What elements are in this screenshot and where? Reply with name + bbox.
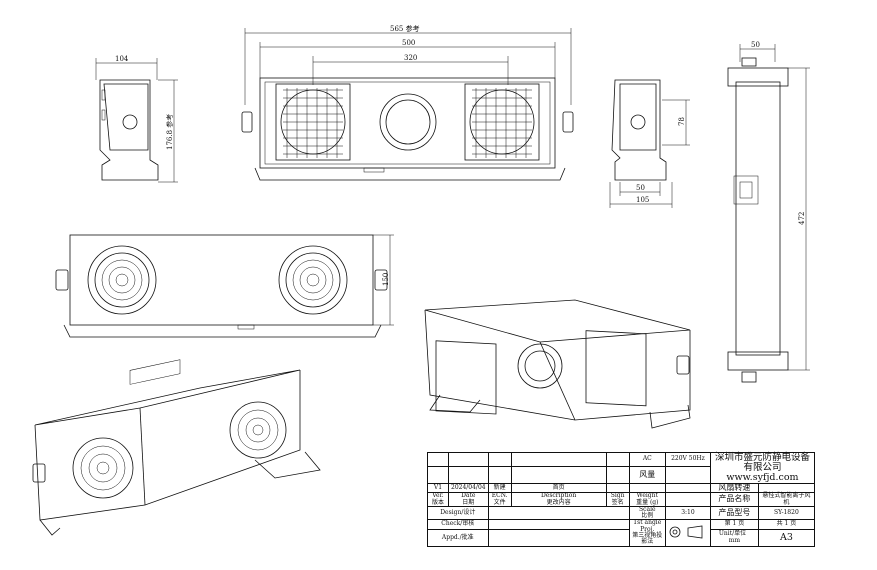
dim-top-length: 472	[798, 212, 806, 225]
sheet-label: 第 1 页	[709, 519, 759, 530]
dim-side-depth: 104	[115, 55, 129, 63]
paper-size: A3	[757, 528, 816, 547]
website: www.syfjd.com	[726, 471, 799, 483]
top-view: 50 472	[727, 41, 810, 383]
dim-front-height: 150	[382, 273, 390, 286]
dim-bracket-height: 78	[678, 117, 686, 126]
bracket-view: 78 50 105	[609, 79, 690, 208]
dim-overall-width: 565 参考	[390, 24, 420, 33]
scale: 3:10	[664, 505, 711, 521]
unit-block: Unit/单位 mm	[709, 528, 759, 547]
design-label: Design/设计	[427, 505, 489, 521]
dim-fan-spacing: 320	[404, 54, 417, 62]
dim-side-height: 176.8 参考	[165, 114, 174, 150]
ac-label: AC	[628, 452, 666, 467]
front-view: 565 参考 500 320	[241, 24, 574, 181]
product-name: 悬挂式智能离子风机	[757, 492, 816, 507]
check-label: Check/审核	[427, 519, 489, 530]
projection-symbol-icon	[664, 519, 711, 547]
dim-top-depth: 50	[751, 41, 760, 49]
dim-body-width: 500	[402, 39, 415, 47]
wind-label: 风量	[628, 465, 666, 484]
unit-label: Unit/单位	[718, 530, 747, 538]
header-ecn: ECN.文件	[487, 492, 512, 507]
side-view: 104 176.8 参考	[95, 55, 178, 183]
wind-adjust-label: 风扇转速	[709, 482, 759, 494]
dim-bracket-base: 50	[636, 184, 645, 192]
dim-bracket-total: 105	[636, 196, 649, 204]
model: SY-1820	[757, 505, 816, 521]
elevation-view: 150	[55, 234, 394, 338]
isometric-view-right	[424, 299, 691, 429]
appd-label: Appd./批准	[427, 528, 489, 547]
unit: mm	[728, 536, 741, 544]
company-name: 深圳市盛元防静电设备有限公司	[714, 452, 810, 473]
product-name-label: 产品名称	[709, 492, 759, 507]
voltage: 220V 50Hz	[664, 452, 711, 467]
header-version: Ver.版本	[427, 492, 449, 507]
projection-label: 1st angle Proj.第三视角投影法	[628, 519, 666, 547]
projection-symbol-svg	[669, 525, 703, 539]
total-label: 共 1 页	[757, 519, 816, 530]
model-label: 产品型号	[709, 505, 759, 521]
rev-version: V1	[427, 482, 449, 494]
isometric-view-left	[32, 359, 321, 536]
